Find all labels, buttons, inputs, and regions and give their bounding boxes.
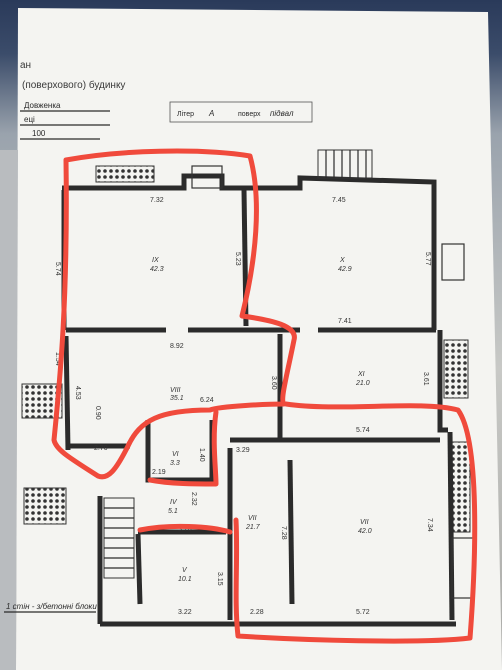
dim-3-70: 3.70 <box>178 526 192 533</box>
dim-0-90: 0.90 <box>94 406 101 420</box>
hatched-block-top <box>95 165 155 183</box>
room-iv-area: 5.1 <box>168 508 178 515</box>
dim-3-22: 3.22 <box>178 609 192 616</box>
dim-2-32: 2.32 <box>190 492 197 506</box>
footer-note: 1 стін - з/бетонні блоки <box>6 602 97 611</box>
wall-right-upper <box>437 330 448 433</box>
red-outline-v <box>137 523 233 535</box>
floor-value: підвал <box>270 109 294 118</box>
paper-sheet <box>16 8 502 670</box>
room-x-label: X <box>339 257 345 264</box>
room-vi-label: VI <box>172 451 179 458</box>
stairs-top <box>317 149 373 179</box>
red-outline-vi <box>147 409 219 487</box>
liter-box <box>169 101 313 123</box>
dim-2-19: 2.19 <box>152 469 166 476</box>
room-vii2-label: VII <box>360 519 369 526</box>
room-vii-label: VII <box>248 515 257 522</box>
entry-box-top <box>191 165 223 189</box>
dim-2-70: 2.70 <box>94 445 108 452</box>
dim-3-60: 3.60 <box>270 376 277 390</box>
room-v-label: V <box>182 567 188 574</box>
hatched-block-right-1 <box>443 339 469 399</box>
wall-vii-left <box>287 459 295 605</box>
dim-3-15: 3.15 <box>216 572 223 586</box>
record-number: 100 <box>32 129 46 138</box>
dim-6-24: 6.24 <box>200 397 214 404</box>
dim-1-54: 1.54 <box>54 352 61 366</box>
title-line: (поверхового) будинку <box>22 79 125 91</box>
room-ix-label: IX <box>152 257 159 264</box>
dim-5-77: 5.77 <box>424 252 431 266</box>
room-iv-label: IV <box>170 499 178 506</box>
dim-7-41: 7.41 <box>338 318 352 325</box>
dim-5-72: 5.72 <box>356 609 370 616</box>
dim-7-34: 7.34 <box>426 518 433 532</box>
room-viii-area: 35.1 <box>170 395 184 402</box>
dim-2-28: 2.28 <box>250 609 264 616</box>
dim-5-74-b: 5.74 <box>356 427 370 434</box>
dim-7-45: 7.45 <box>332 197 346 204</box>
red-outline-right <box>233 401 478 644</box>
dim-5-23: 5.23 <box>234 252 241 266</box>
dim-3-29: 3.29 <box>236 447 250 454</box>
hatched-block-left-2 <box>23 487 67 525</box>
room-x-area: 42.9 <box>338 266 352 273</box>
floor-label: поверх <box>238 111 261 118</box>
stairs-left <box>103 497 135 579</box>
room-vii-area: 21.7 <box>245 524 261 531</box>
owner-fragment: Довженка <box>24 101 61 110</box>
dim-3-61: 3.61 <box>422 372 429 386</box>
dim-1-40: 1.40 <box>198 448 205 462</box>
dim-8-92: 8.92 <box>170 343 184 350</box>
dim-5-74: 5.74 <box>54 262 61 276</box>
wall-room-v-left <box>135 533 143 605</box>
room-xi-label: XI <box>357 371 365 378</box>
room-viii-label: VIII <box>170 387 181 394</box>
room-ix-area: 42.3 <box>150 266 164 273</box>
dim-7-28: 7.28 <box>280 526 287 540</box>
room-vi-area: 3.3 <box>170 460 180 467</box>
room-vii2-area: 42.0 <box>358 528 372 535</box>
left-edge-shadow <box>0 150 18 670</box>
liter-label: Літер <box>177 110 194 118</box>
dim-4-53: 4.53 <box>74 386 81 400</box>
title-fragment: ан <box>20 60 31 71</box>
room-v-area: 10.1 <box>178 576 192 583</box>
wall-left-middle <box>63 335 71 451</box>
liter-value: А <box>208 109 214 118</box>
sub-fragment: еці <box>24 115 35 124</box>
red-outline-left <box>51 148 297 480</box>
room-xi-area: 21.0 <box>355 380 370 387</box>
dim-7-32: 7.32 <box>150 197 164 204</box>
